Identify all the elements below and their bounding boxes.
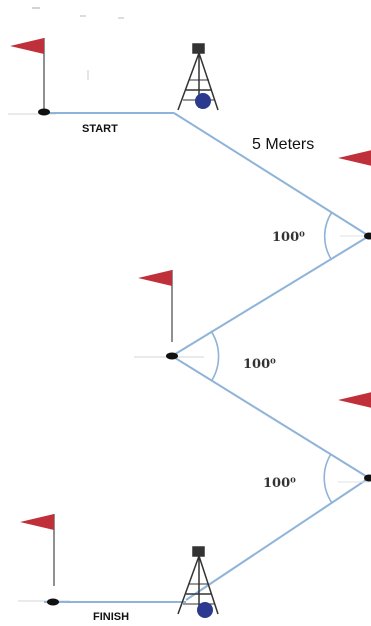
distance-label: 5 Meters (252, 136, 314, 153)
course-path (44, 112, 370, 603)
path-segment-1 (173, 112, 370, 237)
tripod-camera-icon (177, 546, 219, 615)
cone-markers (38, 108, 371, 606)
angle-arcs (210, 211, 333, 504)
angle-label-2: 100⁰ (243, 357, 276, 372)
cone-marker (364, 232, 371, 240)
path-segment-4 (185, 477, 370, 601)
flag-icon (337, 391, 371, 465)
angle-arc-3 (323, 453, 333, 504)
flag-icon (9, 37, 45, 111)
scan-artifacts (32, 7, 124, 80)
path-segment-2 (171, 235, 370, 357)
cone-marker (47, 598, 59, 606)
flag-icon (337, 149, 371, 223)
cone-marker (166, 352, 178, 360)
angle-arc-1 (323, 211, 333, 260)
angle-label-3: 100⁰ (263, 476, 296, 491)
ball-icon (195, 93, 211, 109)
flag-icon (19, 513, 55, 587)
cone-marker (38, 108, 50, 116)
start-label: START (82, 123, 118, 135)
ball-icon (197, 602, 213, 618)
finish-label: FINISH (93, 611, 129, 623)
path-segment-3 (171, 355, 370, 479)
angle-arc-2 (210, 330, 220, 381)
cone-marker (364, 474, 371, 482)
flag-icon (137, 269, 173, 343)
angle-label-1: 100⁰ (272, 230, 305, 245)
